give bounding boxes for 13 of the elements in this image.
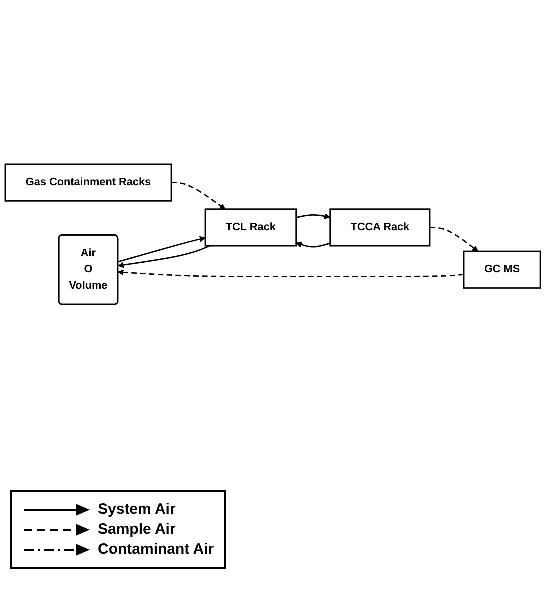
- arrow: [296, 214, 331, 220]
- arrow: [172, 182, 226, 210]
- node-box: Gas Containment Racks: [4, 164, 172, 202]
- node-box: TCCA Rack: [330, 209, 431, 248]
- legend-text: System Air: [98, 501, 176, 518]
- node-box: TCL Rack: [204, 209, 297, 248]
- legend-text: Contaminant Air: [98, 541, 214, 558]
- legend-text: Sample Air: [98, 521, 176, 538]
- node-box: GC MS: [463, 251, 542, 290]
- arrow: [430, 228, 478, 252]
- arrow: [296, 242, 331, 248]
- arrow: [118, 270, 464, 278]
- arrow: [118, 236, 206, 264]
